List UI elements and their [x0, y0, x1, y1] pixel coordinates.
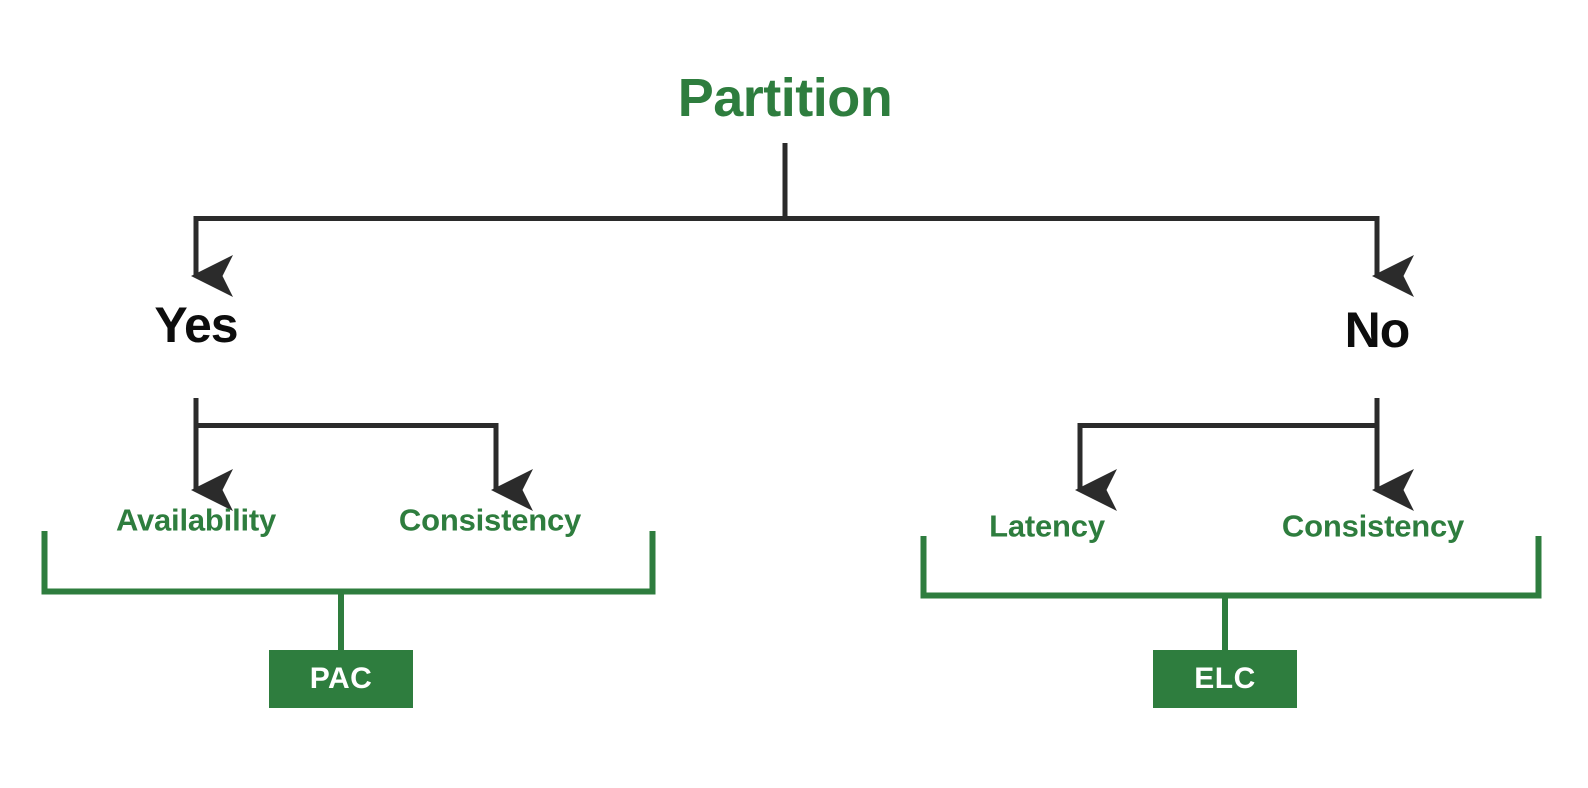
- decision-node-yes: Yes: [154, 297, 238, 353]
- leaf-node-latency: Latency: [989, 508, 1105, 544]
- leaf-node-consistency-yes: Consistency: [398, 502, 582, 538]
- pac-merge-bracket: [41, 531, 656, 595]
- leaf-node-availability: Availability: [115, 502, 277, 538]
- root-node-partition: Partition: [677, 68, 893, 128]
- outcome-box-pac: PAC: [269, 650, 413, 708]
- elc-merge-bracket: [920, 536, 1542, 599]
- decision-node-no: No: [1344, 302, 1411, 358]
- leaf-node-consistency-no: Consistency: [1281, 508, 1465, 544]
- outcome-box-elc: ELC: [1153, 650, 1297, 708]
